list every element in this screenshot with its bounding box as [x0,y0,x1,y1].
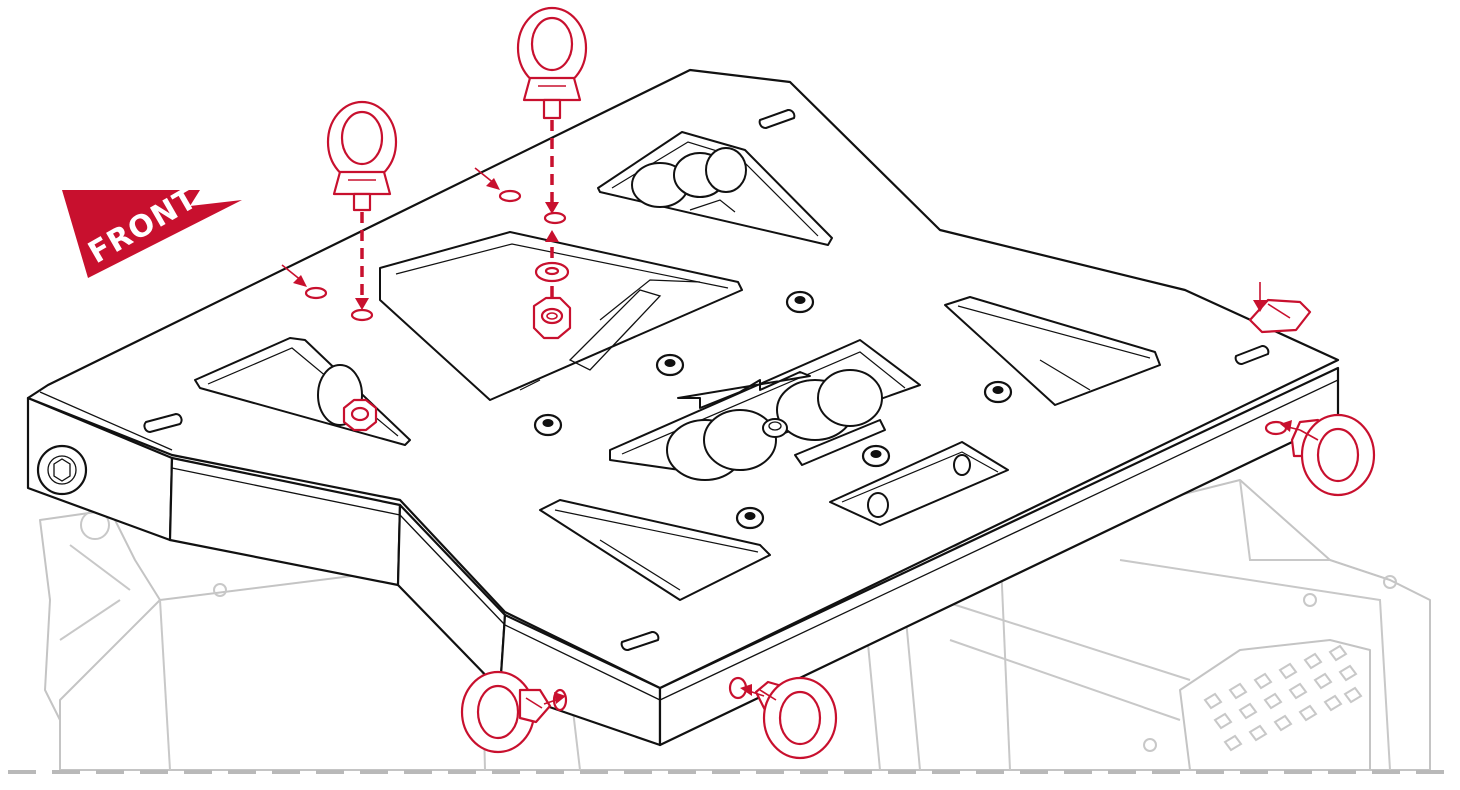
roller-pair [666,369,883,481]
eye-bolt-icon [516,6,588,120]
eye-bolt-icon [1264,413,1376,497]
front-direction-arrow: FRONT [62,181,242,278]
bottom-cutout [539,499,771,601]
lower-right-cutout [829,441,1009,526]
eye-bolt-icon [460,670,568,754]
eye-bolt-icon [1248,298,1312,334]
hole-indicator-arrows [281,167,500,287]
hex-nut-icon [532,296,572,340]
side-socket-bolt [36,444,88,496]
right-cutout [944,296,1161,406]
eye-bolt-icon [326,100,398,212]
rear-cutout [597,131,833,246]
plate-bolts [533,290,1013,530]
eye-bolt-holes [304,189,567,322]
eye-bolt-icon [728,676,838,760]
center-roller-cutout [609,339,921,481]
slot-holes [143,109,1270,651]
washer-icon [534,261,570,283]
hex-nut-icon [342,398,378,432]
